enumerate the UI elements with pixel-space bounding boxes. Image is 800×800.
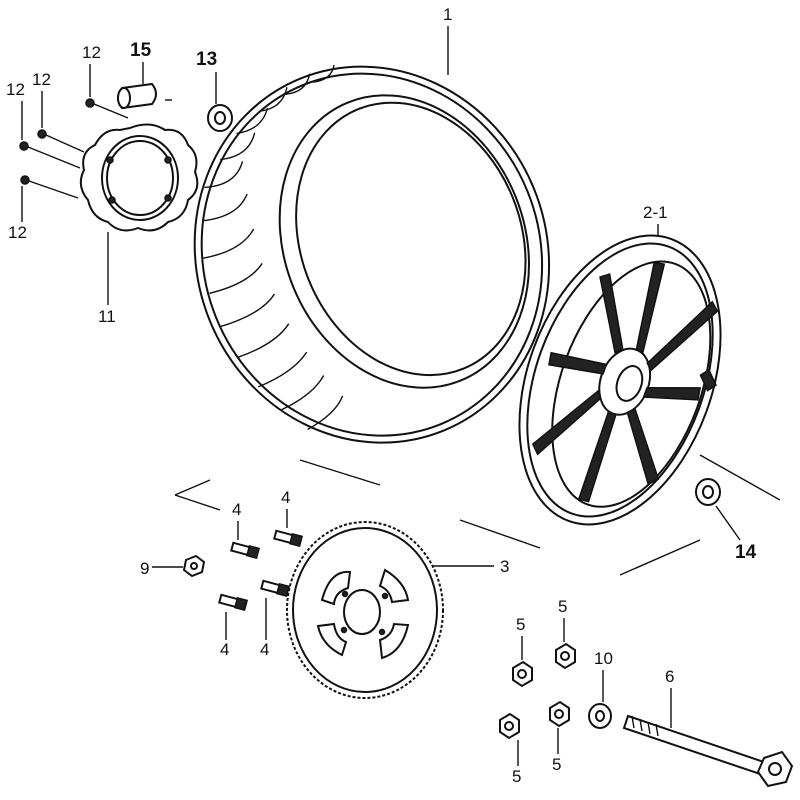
callout-nut-d: 5 bbox=[552, 755, 561, 774]
tire bbox=[193, 64, 551, 444]
callout-bolt-a: 12 bbox=[82, 43, 101, 62]
callout-bearing-left: 13 bbox=[196, 49, 217, 70]
callout-spacer: 15 bbox=[130, 40, 152, 61]
callout-nut-a: 5 bbox=[516, 615, 525, 634]
small-nut bbox=[182, 554, 206, 578]
callout-bearing-right: 14 bbox=[735, 542, 757, 563]
callout-axle: 6 bbox=[665, 667, 674, 686]
callout-stud-b: 4 bbox=[281, 488, 290, 507]
nuts bbox=[499, 642, 576, 740]
spacer bbox=[117, 82, 172, 110]
callout-tire: 1 bbox=[443, 5, 452, 24]
callout-stud-a: 4 bbox=[232, 500, 241, 519]
washer bbox=[588, 703, 612, 729]
callout-sprocket: 3 bbox=[500, 557, 509, 576]
sprocket bbox=[286, 521, 444, 699]
callout-bolt-c: 12 bbox=[6, 80, 25, 99]
callout-brake-disc: 11 bbox=[98, 307, 116, 326]
guide-lines bbox=[174, 454, 781, 576]
disc-bolts bbox=[19, 98, 129, 199]
studs bbox=[218, 529, 304, 612]
bearing-left bbox=[207, 104, 233, 132]
callout-small-nut: 9 bbox=[140, 559, 149, 578]
callouts: 1 2-1 3 4 4 4 4 5 5 5 5 6 9 10 bbox=[6, 5, 757, 786]
callout-nut-b: 5 bbox=[558, 597, 567, 616]
callout-bolt-d: 12 bbox=[8, 223, 27, 242]
callout-rim: 2-1 bbox=[643, 203, 668, 222]
axle bbox=[622, 714, 794, 788]
bearing-right bbox=[695, 478, 721, 506]
callout-nut-c: 5 bbox=[512, 767, 521, 786]
callout-washer: 10 bbox=[594, 649, 613, 668]
brake-disc bbox=[79, 123, 199, 232]
callout-bolt-b: 12 bbox=[32, 70, 51, 89]
rim bbox=[518, 234, 722, 526]
callout-stud-d: 4 bbox=[260, 640, 269, 659]
callout-stud-c: 4 bbox=[220, 640, 229, 659]
